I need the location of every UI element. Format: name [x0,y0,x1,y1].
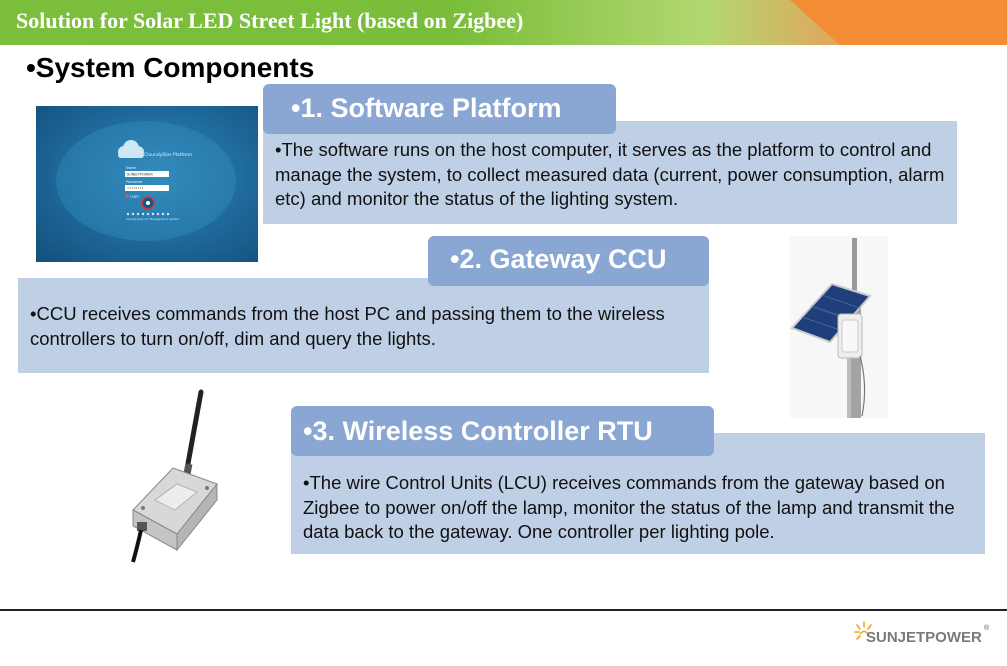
software-platform-heading: •1. Software Platform [263,84,616,134]
sun-icon [854,621,872,640]
gateway-ccu-heading: •2. Gateway CCU [428,236,709,286]
svg-text:Login: Login [130,195,139,199]
slide-title: Solution for Solar LED Street Light (bas… [16,8,524,33]
footer-divider [0,609,1007,611]
logo-text: SUNJETPOWER [866,629,982,646]
svg-text:Sunjetpower IoT Management Sys: Sunjetpower IoT Management System [126,217,180,221]
svg-text:••••••••: •••••••• [127,187,144,191]
name-field [125,171,169,177]
gateway-ccu-description: •CCU receives commands from the host PC … [30,303,665,349]
wireless-controller-description: •The wire Control Units (LCU) receives c… [303,472,955,542]
svg-text:®: ® [984,624,990,632]
svg-text:Name: Name [126,166,136,170]
svg-text:Password: Password [126,180,142,184]
password-field [125,185,169,191]
wireless-controller-heading: •3. Wireless Controller RTU [291,406,714,456]
gateway-ccu-pole-image [790,236,888,418]
wireless-controller-image [125,388,235,563]
section-heading: •System Components [26,52,315,83]
software-platform-panel [263,121,957,224]
sunjetpower-logo: SUNJETPOWER ® [854,620,994,650]
software-platform-screenshot: CloundyStar Platform Name SUNJETPOWER Pa… [36,106,258,262]
app-name: CloundyStar Platform [144,152,192,158]
software-platform-description: •The software runs on the host computer,… [275,139,945,209]
svg-text:SUNJETPOWER: SUNJETPOWER [127,173,153,177]
cloud-icon [118,140,144,158]
gateway-ccu-panel [18,278,709,373]
